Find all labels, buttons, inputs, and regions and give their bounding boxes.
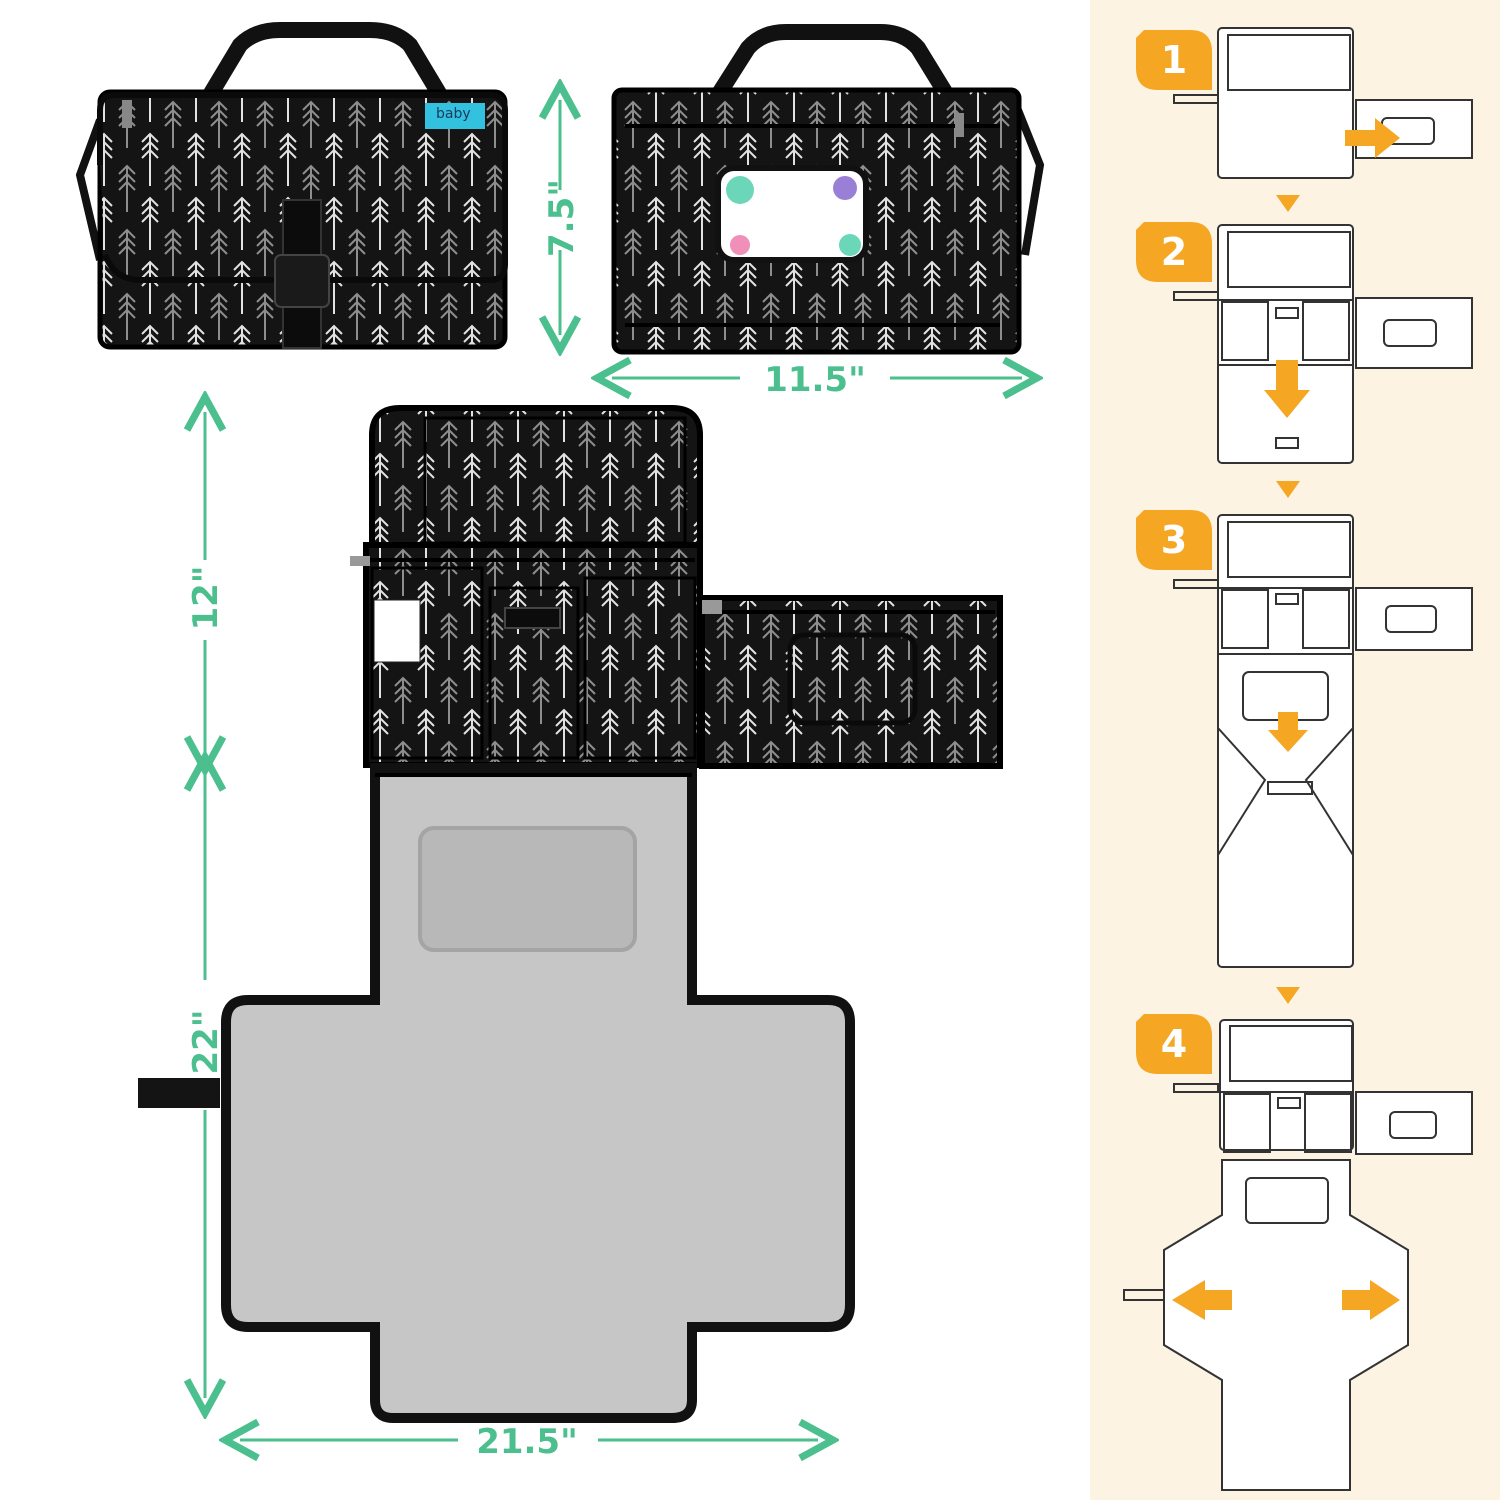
unfolded-changing-mat (138, 405, 1003, 1423)
step-2-number: 2 (1160, 230, 1188, 274)
brand-tag (425, 103, 485, 129)
arrow-down-icon (1268, 712, 1308, 752)
step-badges (1136, 30, 1212, 1074)
step-3-number: 3 (1160, 518, 1188, 562)
step-1-diagram (1173, 27, 1473, 179)
dimension-label-top-height: 12" (186, 565, 226, 631)
arrow-left-icon (1172, 1280, 1232, 1320)
dimension-label-mat-width: 21.5" (476, 1422, 578, 1462)
mat-pillow (418, 826, 637, 952)
dimension-label-mat-height: 22" (186, 1009, 226, 1075)
mat-strap (138, 1078, 220, 1108)
step-4-badge: 4 (1142, 1014, 1214, 1080)
dimension-label-folded-height: 7.5" (542, 179, 582, 257)
step-3-badge: 3 (1142, 510, 1214, 576)
orange-direction-arrows (1172, 118, 1400, 1320)
step-4-number: 4 (1160, 1022, 1188, 1066)
arrow-right-icon (1342, 1280, 1400, 1320)
step-1-badge: 1 (1142, 30, 1214, 96)
folded-bag-back (611, 24, 1045, 355)
chevron-down-icon (1276, 195, 1300, 212)
chevron-down-icon (1276, 987, 1300, 1004)
arrow-down-icon (1264, 360, 1310, 418)
mat-surface (221, 763, 855, 1423)
wipes-window (715, 165, 869, 263)
arrow-right-icon (1345, 118, 1400, 158)
dimension-label-folded-width: 11.5" (764, 360, 866, 400)
step-2-diagram (1173, 224, 1473, 464)
chevron-down-icon (1276, 481, 1300, 498)
step-2-badge: 2 (1142, 222, 1214, 288)
folded-bag-front (75, 22, 508, 350)
care-label (373, 599, 421, 663)
brand-tag-text: baby (436, 106, 471, 122)
step-4-diagram (1123, 1019, 1473, 1491)
step-1-number: 1 (1160, 38, 1188, 82)
